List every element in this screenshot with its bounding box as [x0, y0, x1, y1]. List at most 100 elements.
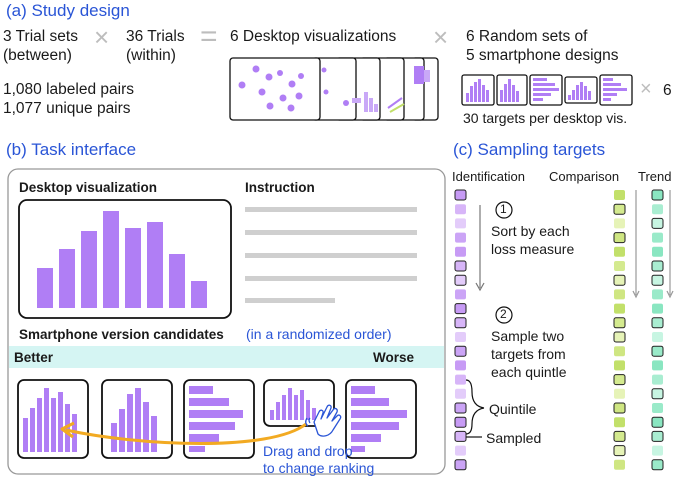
section-c-title: (c) Sampling targets [453, 140, 606, 159]
multiplier-six: 6 [663, 82, 672, 99]
comparison-column-target [614, 459, 625, 470]
comparison-column-target [613, 317, 626, 329]
drag-arrow [65, 422, 307, 445]
trend-column-target [651, 416, 664, 428]
comparison-column-target [613, 203, 626, 215]
comparison-column-target [614, 218, 625, 229]
comparison-column-target [614, 346, 625, 357]
identification-column-target [454, 416, 467, 428]
ranking-band [9, 346, 444, 368]
comparison-column-target [613, 430, 626, 442]
section-a-title: (a) Study design [6, 1, 130, 20]
partial-vis-content [352, 66, 430, 113]
hand-cursor-icon [305, 404, 342, 437]
identification-column-target [454, 274, 467, 286]
drag-arrowhead [60, 421, 75, 439]
comparison-column-target [613, 331, 626, 343]
trend-column-target [651, 345, 664, 357]
sampling-annotations [465, 190, 674, 438]
trend-column-target [651, 260, 664, 272]
trend-column-target [652, 204, 663, 215]
identification-column-target [454, 317, 467, 329]
trend-column-target [651, 430, 664, 442]
identification-column-target [455, 332, 466, 342]
step2-number: 2 [500, 307, 507, 321]
step1-number: 1 [500, 202, 507, 216]
identification-column-target [454, 459, 467, 471]
trend-column-target [651, 459, 664, 471]
worse-label: Worse [373, 350, 415, 365]
comparison-column-target [614, 388, 625, 399]
identification-column-target [455, 360, 466, 371]
trials-label: 36 Trials(within) [126, 28, 185, 64]
desktop-vis-label: Desktop visualization [19, 180, 158, 195]
identification-column-target [455, 218, 466, 229]
times-sign-1: × [94, 22, 110, 52]
targets-note: 30 targets per desktop vis. [463, 110, 628, 126]
identification-column-target [455, 289, 466, 300]
trend-column [651, 189, 664, 471]
identification-column-target [455, 374, 466, 385]
better-label: Better [14, 350, 54, 365]
instruction-lines [245, 207, 417, 303]
scatter-dots [238, 65, 349, 112]
times-sign-2: × [433, 22, 449, 52]
identification-column-target [455, 232, 466, 243]
trend-column-target [652, 360, 663, 371]
trend-column-target [651, 189, 664, 201]
randomized-note: (in a randomized order) [246, 326, 392, 342]
comparison-column-target [614, 303, 625, 314]
desktop-vis-count: 6 Desktop visualizations [230, 28, 397, 45]
identification-column-target [455, 445, 466, 456]
labeled-pairs: 1,080 labeled pairs [3, 81, 134, 98]
candidates-label: Smartphone version candidates [19, 327, 224, 342]
sampled-label: Sampled [486, 430, 542, 446]
identification-column-target [454, 260, 467, 272]
trend-column-target [651, 388, 664, 400]
comparison-column-target [614, 246, 625, 257]
trend-column-target [651, 274, 664, 286]
identification-column-target [454, 430, 467, 442]
comparison-column-target [614, 190, 625, 200]
col-comparison-label: Comparison [549, 169, 620, 184]
comparison-column-target [614, 417, 625, 428]
trend-column-target [652, 232, 663, 243]
trend-column-target [652, 303, 663, 314]
col-identification-label: Identification [452, 169, 525, 184]
identification-column-target [455, 388, 466, 399]
trend-column-target [652, 332, 663, 342]
identification-column-target [454, 402, 467, 414]
trend-column-target [652, 403, 663, 413]
comparison-column-target [613, 274, 626, 286]
trend-column-target [652, 246, 663, 257]
unique-pairs: 1,077 unique pairs [3, 100, 131, 117]
trend-column-target [652, 445, 663, 456]
section-b-title: (b) Task interface [6, 140, 137, 159]
identification-column-target [455, 246, 466, 257]
vis-card-1 [229, 57, 321, 121]
equals-sign: = [200, 20, 218, 53]
identification-column-target [454, 189, 467, 201]
trend-column-target [652, 374, 663, 385]
comparison-column-target [613, 374, 626, 386]
desktop-histogram [37, 211, 207, 308]
instruction-label: Instruction [245, 180, 315, 195]
comparison-column-target [614, 261, 625, 271]
identification-column-target [454, 345, 467, 357]
identification-column-target [454, 303, 467, 315]
comparison-column [613, 190, 626, 470]
trend-column-target [651, 317, 664, 329]
comparison-column-target [613, 402, 626, 414]
col-trend-label: Trend [638, 169, 672, 184]
identification-column-target [455, 204, 466, 215]
quintile-label: Quintile [489, 401, 537, 417]
times-sign-3: × [640, 78, 652, 100]
comparison-column-target [613, 445, 626, 457]
trial-sets-label: 3 Trial sets(between) [3, 28, 78, 64]
comparison-column-target [614, 289, 625, 300]
